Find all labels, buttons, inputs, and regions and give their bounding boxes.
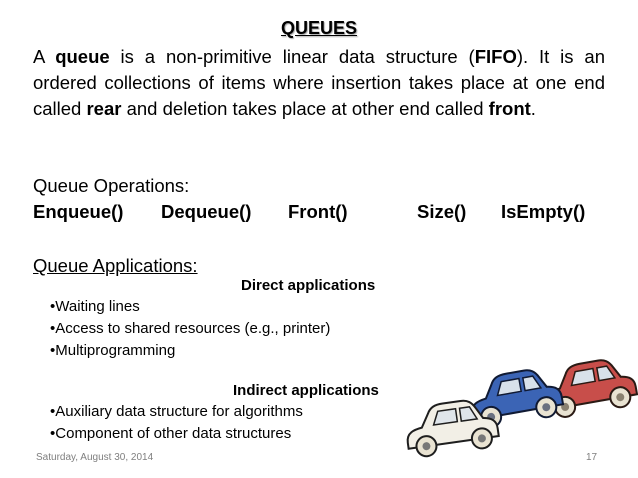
car-cream-icon <box>406 399 500 458</box>
intro-bold-rear: rear <box>86 98 122 119</box>
intro-text-1: A <box>33 46 56 67</box>
intro-text-4: and deletion takes place at other end ca… <box>121 98 489 119</box>
list-item: Multiprogramming <box>50 340 330 362</box>
list-item: Auxiliary data structure for algorithms <box>50 401 303 423</box>
operation-front: Front() <box>288 201 348 222</box>
queue-of-cars-illustration <box>406 359 638 458</box>
intro-bold-front: front <box>488 98 531 119</box>
applications-heading: Queue Applications: <box>33 255 198 276</box>
direct-applications-heading: Direct applications <box>241 277 376 294</box>
operation-dequeue: Dequeue() <box>161 201 252 222</box>
operation-size: Size() <box>417 201 467 222</box>
intro-text-2: is a non-primitive linear data structure… <box>109 46 475 67</box>
operations-heading: Queue Operations: <box>33 175 190 196</box>
indirect-applications-list: Auxiliary data structure for algorithms … <box>50 401 303 445</box>
car-red-icon <box>545 359 638 418</box>
indirect-applications-heading: Indirect applications <box>233 382 379 399</box>
list-item: Access to shared resources (e.g., printe… <box>50 318 330 340</box>
slide-title: QUEUES <box>280 18 358 38</box>
intro-paragraph: A queue is a non-primitive linear data s… <box>33 44 605 122</box>
page-number: 17 <box>586 452 598 463</box>
intro-bold-queue: queue <box>55 46 110 67</box>
direct-applications-list: Waiting lines Access to shared resources… <box>50 296 330 362</box>
list-item: Component of other data structures <box>50 423 303 445</box>
intro-text-3: ). It is an ordered collections of items… <box>33 46 605 119</box>
list-item: Waiting lines <box>50 296 330 318</box>
footer-date: Saturday, August 30, 2014 <box>36 452 154 463</box>
intro-bold-fifo: FIFO <box>474 46 517 67</box>
car-blue-icon <box>471 369 565 428</box>
operation-enqueue: Enqueue() <box>33 201 124 222</box>
intro-text-5: . <box>530 98 536 119</box>
operation-isempty: IsEmpty() <box>501 201 586 222</box>
